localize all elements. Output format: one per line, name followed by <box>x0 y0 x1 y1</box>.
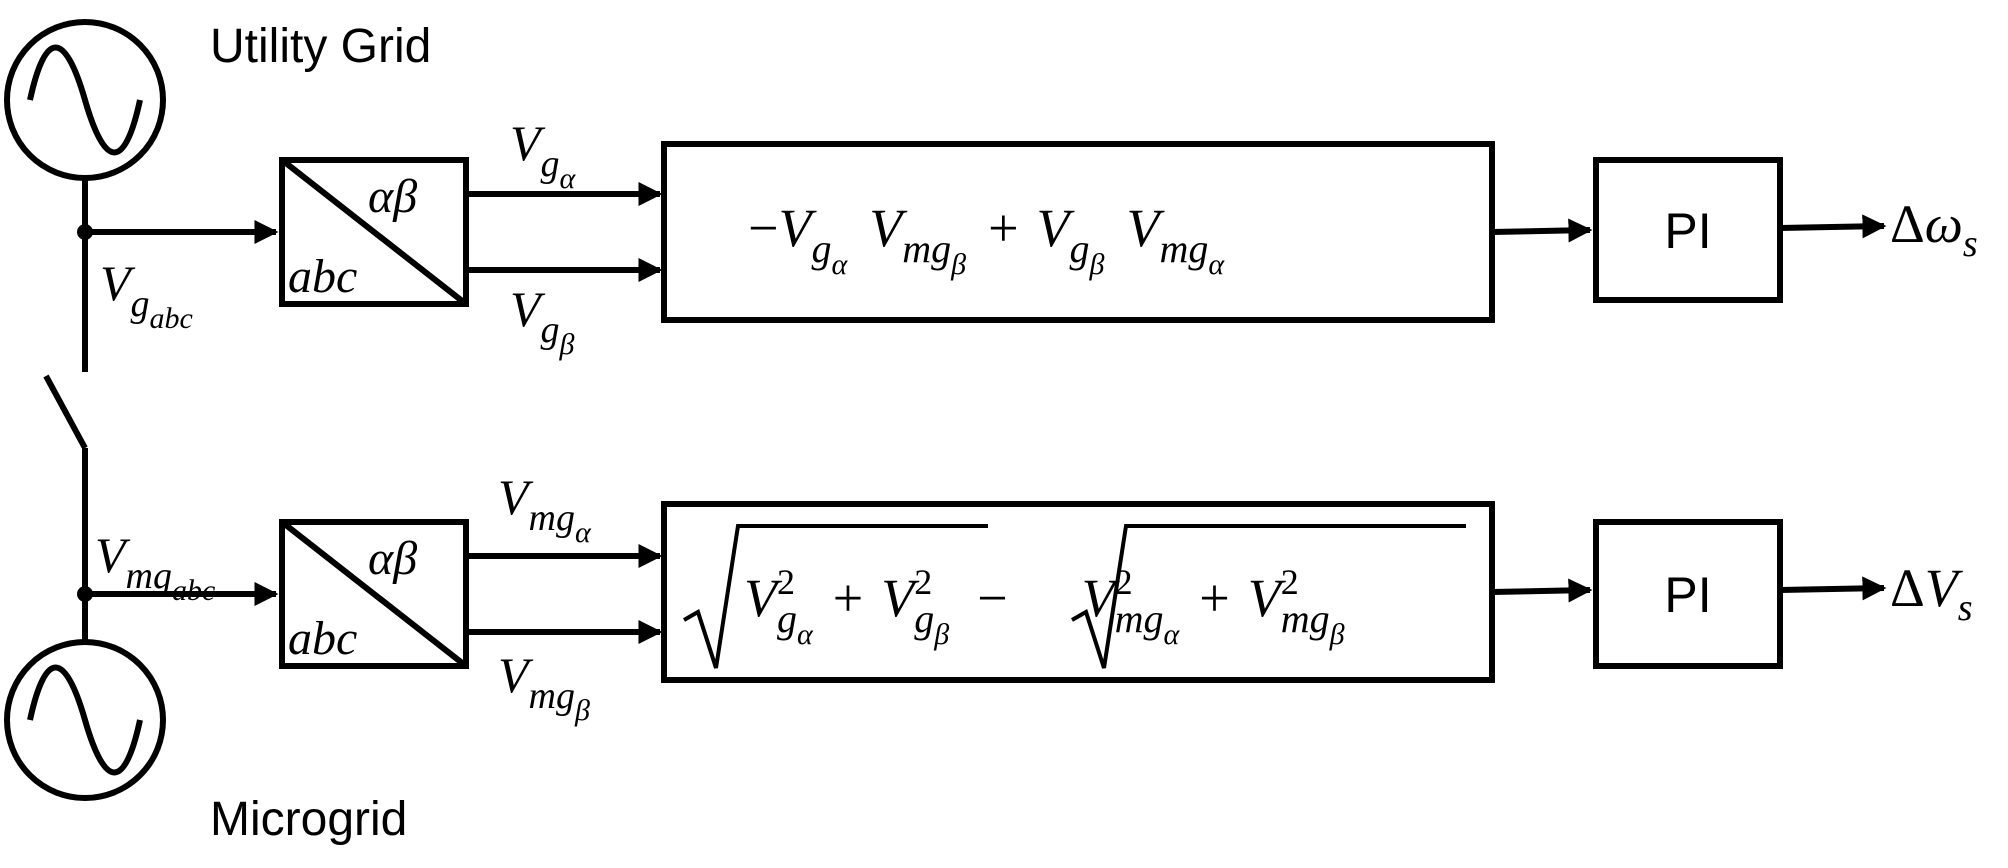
signal-label-v-g-beta: Vgβ <box>510 281 575 361</box>
bottom-clarke-transform-block[interactable]: αβ abc <box>279 519 469 669</box>
signal-label-v-g-alpha: Vgα <box>510 115 577 195</box>
bottom-output-arrow <box>1779 576 1887 601</box>
phase-error-block[interactable]: −VgαVmgβ+VgβVmgα <box>661 141 1495 323</box>
signal-label-v-g-abc: Vgabc <box>100 255 193 335</box>
output-label-delta-v: ΔVs <box>1890 558 1973 629</box>
top-pi-label: PI <box>1664 203 1711 259</box>
bottom-pi-controller-block[interactable]: PI <box>1593 519 1783 669</box>
output-label-delta-omega: Δωs <box>1890 194 1978 265</box>
utility-grid-label: Utility Grid <box>210 20 431 73</box>
sqrt-symbol-microgrid <box>1071 524 1466 669</box>
top-pi-controller-block[interactable]: PI <box>1593 157 1783 303</box>
microgrid-source-icon <box>4 639 166 801</box>
sqrt-symbol-grid <box>683 524 988 669</box>
signal-label-v-mg-alpha: Vmgα <box>498 469 592 549</box>
microgrid-label: Microgrid <box>210 793 407 846</box>
breaker-switch[interactable] <box>43 374 88 450</box>
signal-label-v-mg-beta: Vmgβ <box>498 647 590 727</box>
top-clarke-transform-block[interactable]: αβ abc <box>279 157 469 307</box>
bottom-transform-in-label: abc <box>288 612 357 665</box>
top-to-pi-arrow <box>1491 218 1593 243</box>
top-transform-out-label: αβ <box>368 170 417 223</box>
phase-error-expression: −VgαVmgβ+VgβVmgα <box>748 198 1225 281</box>
utility-grid-source-icon <box>4 19 166 181</box>
bottom-to-pi-arrow <box>1491 578 1593 603</box>
top-output-arrow <box>1779 214 1887 239</box>
signal-label-v-mg-abc: Vmgabc <box>95 527 215 607</box>
bottom-pi-label: PI <box>1664 567 1711 623</box>
bottom-transform-out-label: αβ <box>368 532 417 585</box>
top-transform-in-label: abc <box>288 250 357 303</box>
